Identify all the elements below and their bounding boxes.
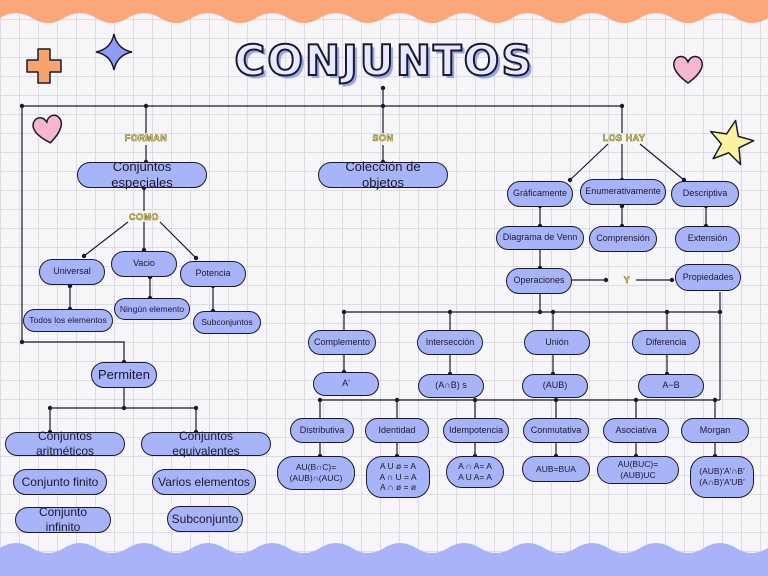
node-interseccion: Intersección bbox=[417, 330, 483, 355]
bottom-wave-band bbox=[0, 543, 768, 576]
node-potencia: Potencia bbox=[180, 261, 246, 287]
node-conjunto-infinito: Conjunto infinito bbox=[15, 505, 111, 534]
node-operaciones: Operaciones bbox=[506, 268, 572, 294]
top-wave-band bbox=[0, 0, 768, 23]
node-identidad: Identidad bbox=[365, 418, 429, 443]
formula-distributiva: AU(B∩C)= (AUB)∩(AUC) bbox=[277, 456, 355, 490]
formula-interseccion: (A∩B) s bbox=[418, 374, 484, 398]
node-diagrama-de-venn: Diagrama de Venn bbox=[496, 226, 584, 250]
node-complemento: Complemento bbox=[308, 330, 376, 355]
node-coleccion-de-objetos: Colección de objetos bbox=[318, 159, 448, 190]
node-subconjuntos: Subconjuntos bbox=[193, 311, 261, 334]
node-conjuntos-equivalentes: Conjuntos equivalentes bbox=[141, 429, 271, 458]
node-propiedades: Propiedades bbox=[675, 264, 741, 291]
node-conjuntos-especiales: Conjuntos especiales bbox=[77, 159, 207, 190]
node-permiten: Permiten bbox=[91, 362, 157, 388]
formula-diferencia: A−B bbox=[638, 374, 704, 398]
formula-idempotencia: A ∩ A= A A U A= A bbox=[446, 456, 504, 488]
formula-conmutativa: AUB=BUA bbox=[522, 456, 590, 482]
formula-identidad: A U ø = A A ∩ U = A A ∩ ø = ø bbox=[366, 456, 430, 498]
node-varios-elementos: Varios elementos bbox=[152, 469, 256, 495]
node-todos-los-elementos: Todos los elementos bbox=[23, 309, 113, 332]
formula-complemento: A' bbox=[313, 372, 379, 396]
node-asociativa: Asociativa bbox=[603, 418, 669, 443]
blue-sparkle-star-icon bbox=[95, 33, 133, 71]
yellow-star-icon bbox=[709, 119, 755, 166]
connector-como: COMO bbox=[129, 212, 159, 223]
node-conjuntos-aritmeticos: Conjuntos aritméticos bbox=[5, 429, 125, 458]
formula-morgan: (AUB)'A'∩B' (A∩B)'A'UB' bbox=[690, 456, 754, 498]
node-descriptiva: Descriptiva bbox=[671, 181, 739, 207]
node-extension: Extensión bbox=[675, 226, 740, 252]
pink-heart-icon bbox=[673, 55, 703, 84]
connector-los-hay: LOS HAY bbox=[602, 133, 646, 144]
formula-asociativa: AU(BUC)=(AUB)UC bbox=[597, 456, 679, 484]
connector-forman: FORMAN bbox=[124, 133, 168, 144]
node-universal: Universal bbox=[39, 259, 105, 285]
plus-icon bbox=[26, 48, 62, 84]
node-comprension: Comprensión bbox=[589, 226, 657, 252]
connector-y: Y bbox=[623, 275, 631, 286]
node-union: Unión bbox=[524, 330, 590, 355]
node-distributiva: Distributiva bbox=[290, 418, 354, 443]
pink-heart-icon bbox=[32, 114, 63, 144]
node-conmutativa: Conmutativa bbox=[523, 418, 589, 443]
node-ningun-elemento: Ningún elemento bbox=[114, 298, 190, 320]
node-idempotencia: Idempotencia bbox=[443, 418, 509, 443]
node-conjunto-finito: Conjunto finito bbox=[13, 469, 107, 495]
node-morgan: Morgan bbox=[681, 418, 749, 443]
node-enumerativamente: Enumerativamente bbox=[580, 179, 666, 205]
formula-union: (AUB) bbox=[522, 374, 588, 398]
node-diferencia: Diferencia bbox=[632, 330, 700, 355]
node-graficamente: Gráficamente bbox=[507, 181, 573, 207]
node-vacio: Vacio bbox=[111, 251, 177, 277]
node-subconjunto: Subconjunto bbox=[167, 506, 243, 532]
connector-son: SON bbox=[372, 133, 394, 144]
page-title: CONJUNTOS bbox=[233, 35, 534, 86]
